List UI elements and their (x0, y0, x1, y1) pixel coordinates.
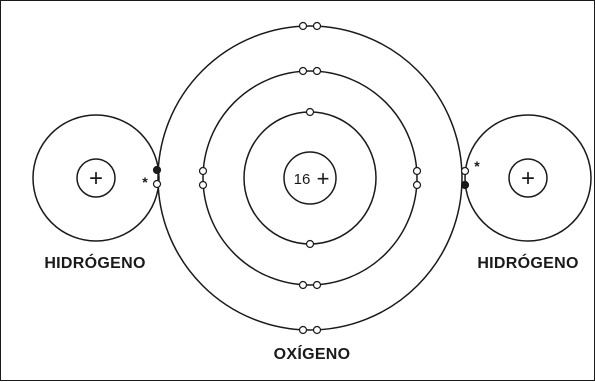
hydrogen-left-orbit (32, 114, 160, 242)
electron (305, 239, 315, 249)
hydrogen-atom-left: + (32, 114, 160, 242)
hydrogen-electron (460, 180, 470, 190)
electron (312, 325, 322, 335)
oxygen-nucleus-charge: 16 (294, 171, 311, 188)
electron (305, 107, 315, 117)
hydrogen-right-nucleus (508, 158, 548, 198)
left-shared-marker: * (142, 174, 148, 190)
oxygen-electron (460, 166, 470, 176)
hydrogen-right-label: HIDRÓGENO (477, 253, 578, 272)
hydrogen-left-label: HIDRÓGENO (44, 253, 145, 272)
oxygen-middle-orbit (202, 70, 418, 286)
right-bond-electrons: * (460, 158, 480, 190)
electron (198, 166, 208, 176)
electron (298, 325, 308, 335)
hydrogen-right-orbit (464, 114, 592, 242)
electron (298, 280, 308, 290)
electron (412, 180, 422, 190)
hydrogen-left-plus: + (89, 165, 103, 192)
electron (312, 21, 322, 31)
hydrogen-left-nucleus (76, 158, 116, 198)
right-shared-marker: * (474, 158, 480, 174)
inner-orbit-electrons (305, 107, 315, 249)
electron (298, 21, 308, 31)
middle-orbit-electrons (198, 66, 422, 290)
outer-orbit-electrons (298, 21, 322, 335)
electron (298, 66, 308, 76)
electron (412, 166, 422, 176)
hydrogen-electron (152, 165, 162, 175)
oxygen-label: OXÍGENO (274, 344, 351, 363)
oxygen-nucleus (283, 151, 337, 205)
hydrogen-right-plus: + (521, 165, 535, 192)
electron (312, 280, 322, 290)
electron (198, 180, 208, 190)
hydrogen-atom-right: + (464, 114, 592, 242)
oxygen-outer-orbit (157, 25, 463, 331)
oxygen-nucleus-plus: + (317, 166, 330, 191)
oxygen-atom: 16 + (157, 25, 463, 331)
left-bond-electrons: * (142, 165, 162, 190)
electron (312, 66, 322, 76)
oxygen-electron (152, 179, 162, 189)
